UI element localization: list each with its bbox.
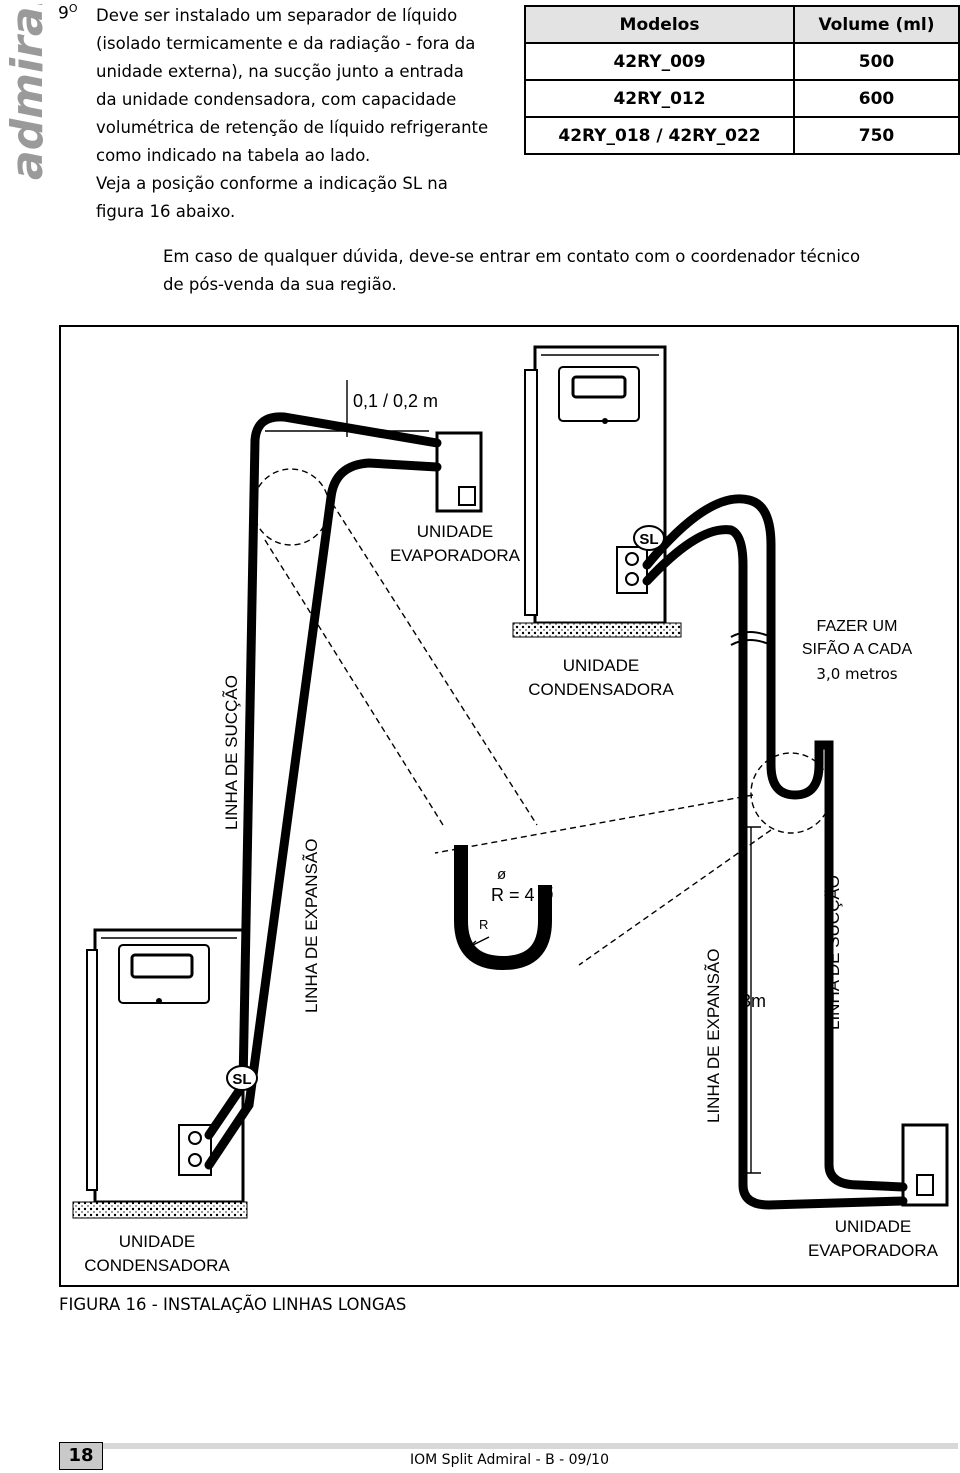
- brand-logo-text: admiral: [4, 4, 50, 180]
- expansion-line-left: [204, 458, 442, 1170]
- brand-logo: admiral: [4, 4, 50, 182]
- bend-detail: ø R = 4 Ø R: [454, 845, 554, 971]
- detail-callouts: [252, 468, 832, 966]
- note-line: de pós-venda da sua região.: [163, 275, 397, 294]
- page-number: 18: [59, 1442, 103, 1470]
- contact-note: Em caso de qualquer dúvida, deve-se entr…: [163, 243, 923, 299]
- header-volume: Volume (ml): [793, 5, 960, 44]
- condenser-right-label-line2: CONDENSADORA: [528, 680, 674, 699]
- table-row: 42RY_009 500: [524, 42, 960, 81]
- paragraph-line: figura 16 abaixo.: [96, 202, 236, 221]
- step-number: 9O: [58, 2, 78, 24]
- sl-marker-bottom: SL: [226, 1065, 258, 1091]
- table-cell-model: 42RY_009: [524, 42, 795, 81]
- suction-line-right: [642, 494, 908, 1192]
- siphon-label-line2: SIFÃO A CADA: [802, 638, 913, 658]
- r-label: R: [479, 917, 488, 932]
- paragraph-line: Veja a posição conforme a indicação SL n…: [96, 174, 448, 193]
- siphon-label-line3: 3,0 metros: [816, 665, 897, 683]
- condenser-right-label-line1: UNIDADE: [563, 656, 640, 675]
- condenser-unit-bottom: [72, 928, 248, 1219]
- height-3m-label: 3m: [741, 991, 766, 1011]
- paragraph-line: Deve ser instalado um separador de líqui…: [96, 6, 458, 25]
- document-reference: IOM Split Admiral - B - 09/10: [410, 1452, 609, 1468]
- paragraph-line: unidade externa), na sucção junto a entr…: [96, 62, 464, 81]
- evaporator-top-label-line1: UNIDADE: [417, 522, 494, 541]
- condenser-left-label-line2: CONDENSADORA: [84, 1256, 230, 1275]
- table-row: 42RY_012 600: [524, 79, 960, 118]
- table-cell-model: 42RY_018 / 42RY_022: [524, 116, 795, 155]
- evaporator-top-label-line2: EVAPORADORA: [390, 546, 521, 565]
- paragraph-line: da unidade condensadora, com capacidade: [96, 90, 457, 109]
- expansion-line-right: [642, 525, 908, 1210]
- table-row: 42RY_018 / 42RY_022 750: [524, 116, 960, 155]
- table-cell-volume: 600: [793, 79, 960, 118]
- pipe-break-marks: [730, 631, 772, 646]
- condenser-left-label-line1: UNIDADE: [119, 1232, 196, 1251]
- note-line: Em caso de qualquer dúvida, deve-se entr…: [163, 247, 861, 266]
- dimension-0102: 0,1 / 0,2 m: [265, 380, 438, 437]
- bend-radius-label: R = 4 Ø: [491, 885, 554, 905]
- paragraph-line: volumétrica de retenção de líquido refri…: [96, 118, 489, 137]
- sl-label: SL: [232, 1071, 251, 1088]
- dimension-3m: 3m: [741, 826, 766, 1174]
- models-volume-table: Modelos Volume (ml) 42RY_009 500 42RY_01…: [524, 5, 960, 155]
- footer-rule: [102, 1443, 958, 1449]
- step-paragraph: Deve ser instalado um separador de líqui…: [96, 2, 516, 226]
- phi-label: ø: [497, 866, 506, 883]
- condenser-unit-top: [512, 345, 682, 638]
- evaporator-bottom-label-line2: EVAPORADORA: [808, 1241, 939, 1260]
- dimension-label: 0,1 / 0,2 m: [353, 391, 438, 411]
- table-cell-volume: 750: [793, 116, 960, 155]
- suction-line-right-label: LINHA DE SUCÇÃO: [824, 875, 843, 1030]
- figure-caption: FIGURA 16 - INSTALAÇÃO LINHAS LONGAS: [59, 1295, 407, 1314]
- suction-line-left-label: LINHA DE SUCÇÃO: [222, 675, 241, 830]
- installation-diagram: 0,1 / 0,2 m ø R = 4 Ø R 3m SL SL UNIDADE…: [59, 325, 959, 1287]
- paragraph-line: (isolado termicamente e da radiação - fo…: [96, 34, 476, 53]
- table-cell-model: 42RY_012: [524, 79, 795, 118]
- evaporator-unit-top: [435, 431, 483, 513]
- evaporator-unit-bottom: [901, 1123, 949, 1207]
- refrigerant-piping: [204, 412, 908, 1210]
- evaporator-bottom-label-line1: UNIDADE: [835, 1217, 912, 1236]
- expansion-line-left-label: LINHA DE EXPANSÃO: [302, 839, 321, 1013]
- siphon-label-line1: FAZER UM: [817, 618, 898, 635]
- paragraph-line: como indicado na tabela ao lado.: [96, 146, 371, 165]
- table-header-row: Modelos Volume (ml): [524, 5, 960, 44]
- header-models: Modelos: [524, 5, 795, 44]
- expansion-line-right-label: LINHA DE EXPANSÃO: [704, 949, 723, 1123]
- suction-line-left: [204, 412, 442, 1140]
- table-cell-volume: 500: [793, 42, 960, 81]
- sl-marker-top: SL: [633, 525, 665, 551]
- sl-label: SL: [639, 531, 658, 548]
